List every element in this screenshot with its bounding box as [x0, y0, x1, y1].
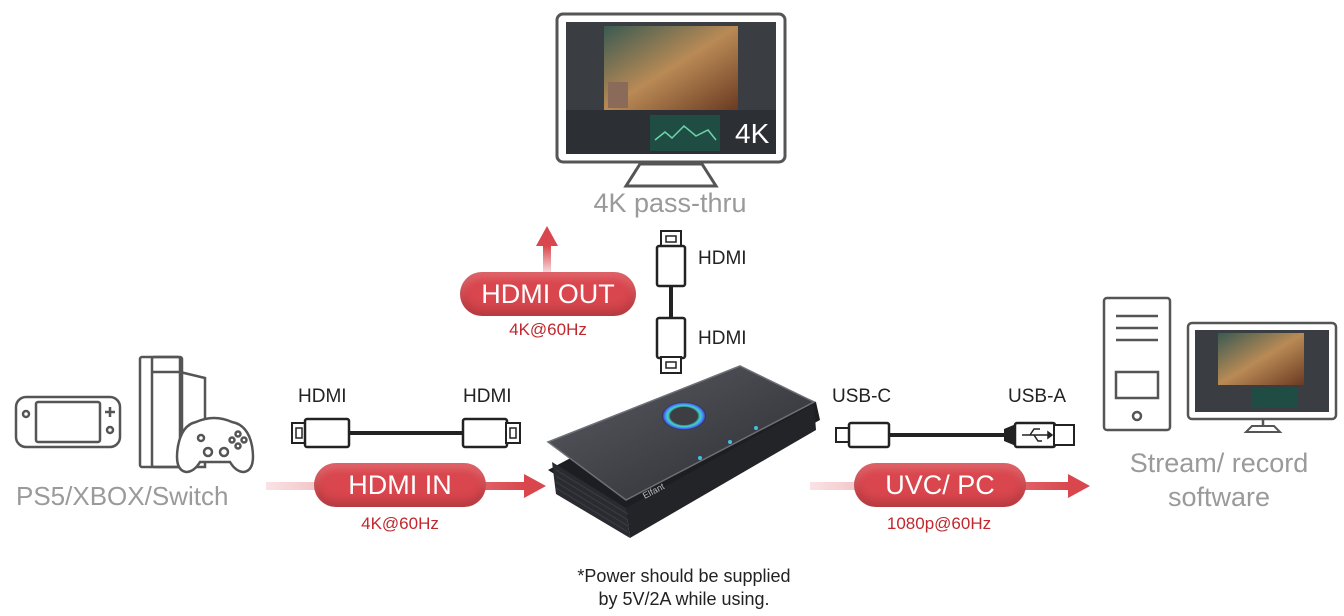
source-caption: PS5/XBOX/Switch [16, 481, 229, 511]
usb-icon [1022, 428, 1054, 442]
destination-pc [1102, 296, 1338, 433]
usb-c-label: USB-C [832, 386, 892, 407]
destination-caption-line1: Stream/ record [1129, 448, 1309, 478]
hdmi-out-cable [655, 230, 687, 374]
hdmi-in-pill: HDMI IN [314, 463, 486, 507]
uvc-spec: 1080p@60Hz [886, 514, 992, 533]
hdmi-out-arrow-shaft [543, 246, 551, 274]
pc-monitor-icon [1186, 321, 1338, 433]
hdmi-in-left-label: HDMI [298, 386, 347, 407]
power-note-line1: *Power should be supplied [577, 566, 791, 586]
hdmi-in-right-label: HDMI [463, 386, 512, 407]
passthru-monitor [555, 12, 787, 188]
hdmi-out-top-label: HDMI [698, 248, 747, 269]
hdmi-out-spec: 4K@60Hz [509, 320, 587, 339]
hdmi-out-arrow-head [536, 226, 558, 246]
passthru-caption: 4K pass-thru [593, 188, 747, 218]
uvc-arrow-head [1068, 474, 1090, 498]
hdmi-in-arrow-head [524, 474, 546, 498]
switch-console-icon [14, 395, 122, 449]
uvc-pill: UVC/ PC [854, 463, 1026, 507]
capture-device [546, 365, 820, 538]
usb-cable [835, 421, 1075, 449]
monitor-4k-badge: 4K [733, 118, 772, 150]
hdmi-out-bottom-label: HDMI [698, 328, 747, 349]
hdmi-in-spec: 4K@60Hz [361, 514, 439, 533]
hdmi-out-pill: HDMI OUT [460, 272, 636, 316]
gamepad-icon [175, 416, 255, 474]
usb-a-label: USB-A [1008, 386, 1067, 407]
destination-caption-line2: software [1167, 482, 1271, 512]
pc-tower-icon [1102, 296, 1172, 432]
source-devices [14, 355, 255, 474]
hdmi-in-cable [291, 417, 521, 449]
power-note-line2: by 5V/2A while using. [598, 589, 770, 609]
